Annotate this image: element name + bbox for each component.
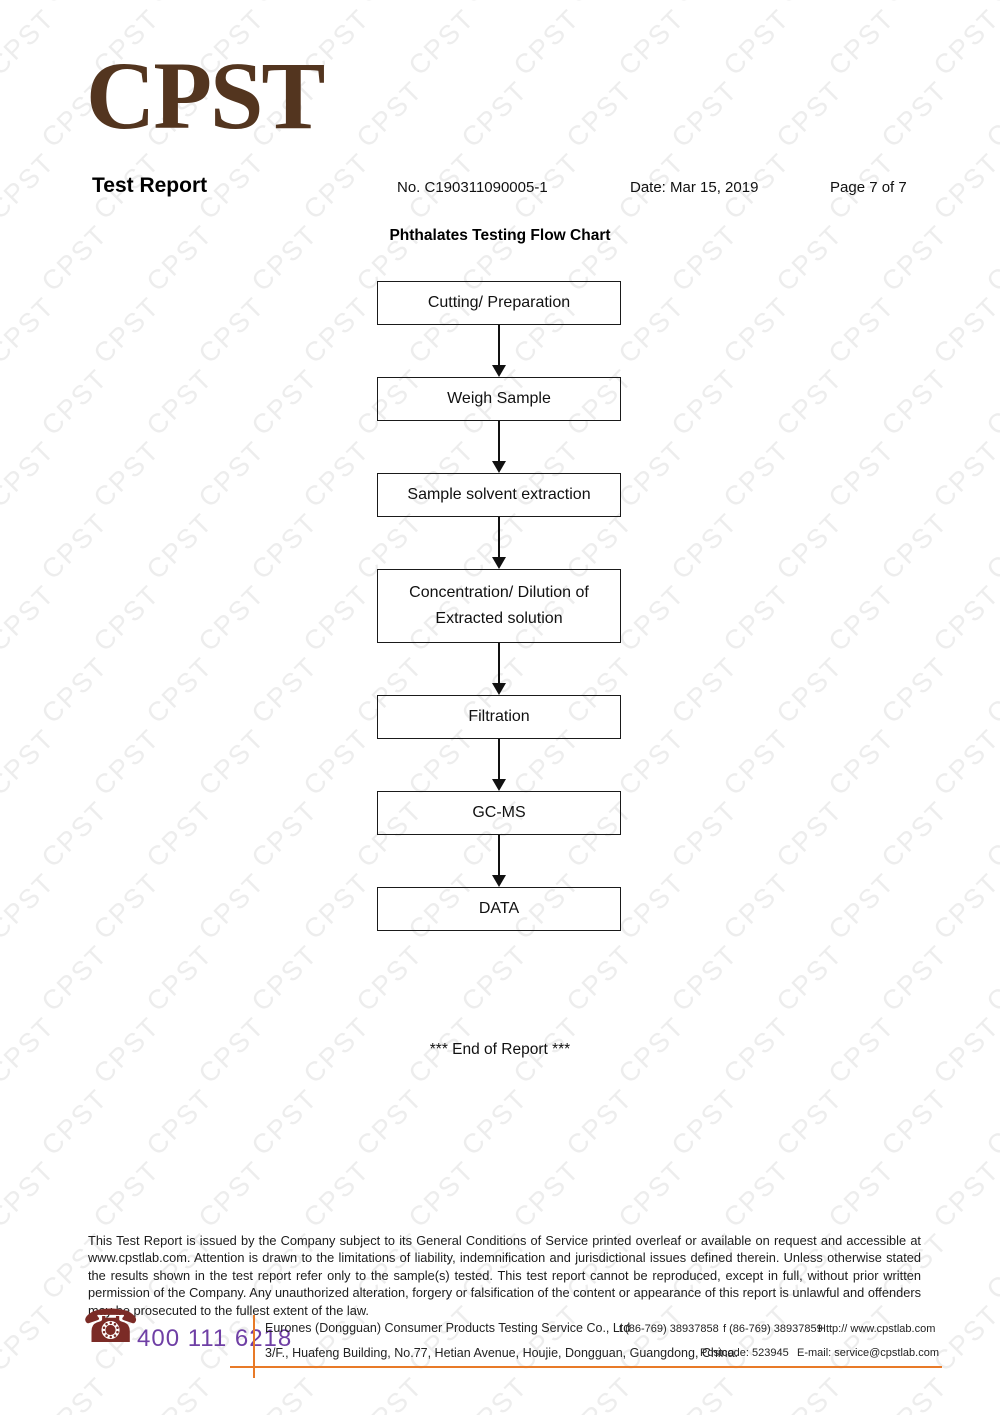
flow-step-box: DATA <box>377 887 621 931</box>
footer-horizontal-divider <box>230 1366 942 1368</box>
flowchart: Cutting/ Preparation Weigh Sample Sample… <box>377 281 621 931</box>
arrow-down-icon <box>492 643 506 695</box>
arrow-down-icon <box>492 421 506 473</box>
flow-step-box: Sample solvent extraction <box>377 473 621 517</box>
flow-step-box: Concentration/ Dilution of Extracted sol… <box>377 569 621 643</box>
flow-step-box: Weigh Sample <box>377 377 621 421</box>
report-title: Test Report <box>92 174 208 197</box>
company-address: 3/F., Huafeng Building, No.77, Hetian Av… <box>265 1346 739 1360</box>
report-date: Date: Mar 15, 2019 <box>630 179 759 196</box>
email-address: E-mail: service@cpstlab.com <box>797 1347 939 1359</box>
arrow-down-icon <box>492 325 506 377</box>
flow-step-box: Cutting/ Preparation <box>377 281 621 325</box>
phone-icon: ☎ <box>82 1300 140 1352</box>
arrow-down-icon <box>492 835 506 887</box>
website-url: Http:// www.cpstlab.com <box>818 1323 936 1335</box>
flowchart-title: Phthalates Testing Flow Chart <box>389 227 611 244</box>
flow-step-box: GC-MS <box>377 791 621 835</box>
cpst-logo: CPST <box>86 42 325 149</box>
postcode: Postcode: 523945 <box>700 1347 789 1359</box>
end-of-report-note: *** End of Report *** <box>429 1041 571 1058</box>
report-number: No. C190311090005-1 <box>397 179 548 196</box>
fax-number: f (86-769) 38937859 <box>723 1323 823 1335</box>
footer-vertical-divider <box>253 1315 255 1378</box>
page-indicator: Page 7 of 7 <box>830 179 907 196</box>
flow-step-box: Filtration <box>377 695 621 739</box>
arrow-down-icon <box>492 517 506 569</box>
disclaimer-text: This Test Report is issued by the Compan… <box>88 1233 921 1318</box>
arrow-down-icon <box>492 739 506 791</box>
telephone-number: t (86-769) 38937858 <box>619 1323 719 1335</box>
hotline-number: 400 111 6218 <box>137 1325 293 1352</box>
company-name: Eurones (Dongguan) Consumer Products Tes… <box>265 1321 631 1335</box>
